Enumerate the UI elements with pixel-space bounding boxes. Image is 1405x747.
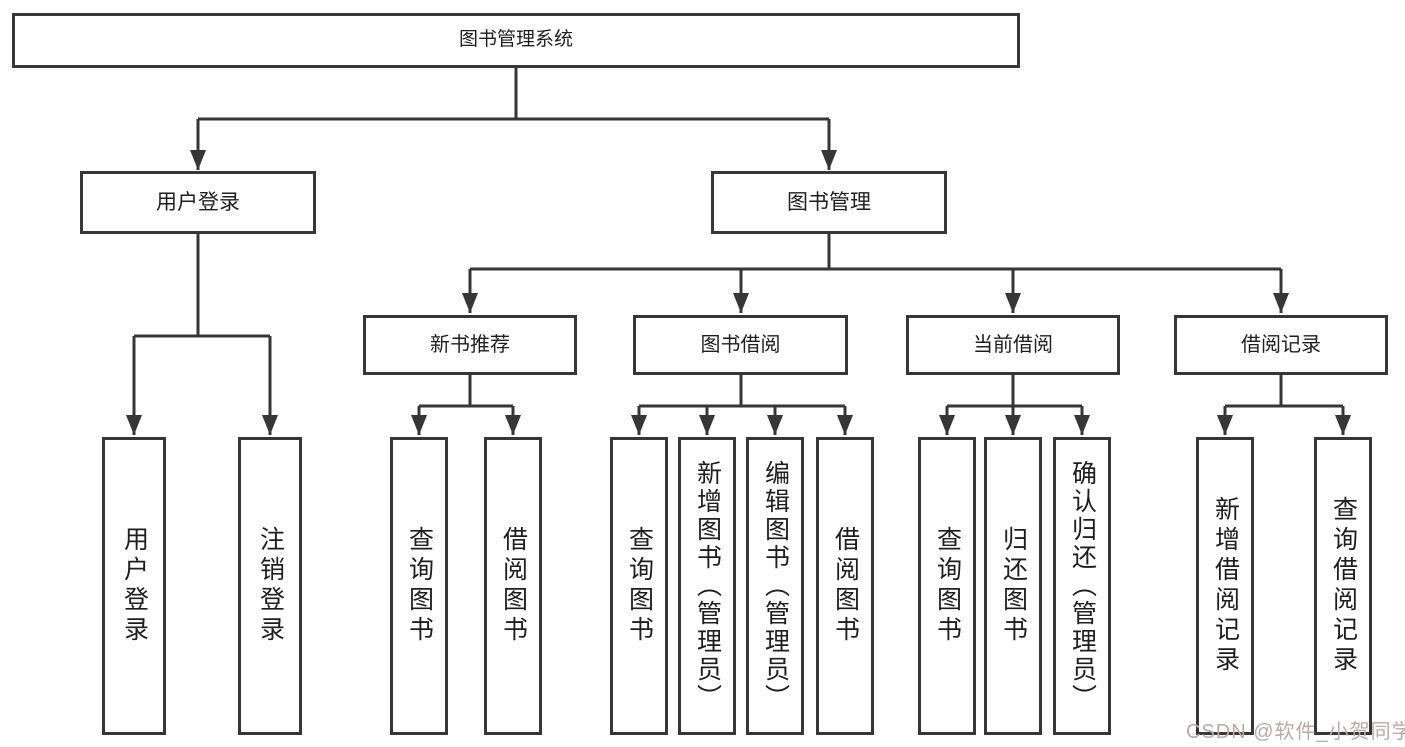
leaf-bb-query-book: 查询图书 [610,437,668,735]
leaf-nbr-borrow-book: 借阅图书 [484,437,542,735]
connector-user-login [134,234,270,338]
connector-book-mgmt [470,234,1281,271]
leaf-cb-query-book: 查询图书 [918,437,976,735]
node-book-borrow: 图书借阅 [633,315,848,375]
node-borrow-records: 借阅记录 [1174,315,1388,375]
csdn-watermark: CSDN @软件_小贺同学 [1186,721,1405,743]
connector-book-borrow [639,375,845,408]
node-new-book-recommend: 新书推荐 [363,315,577,375]
leaf-cb-return-book: 归还图书 [984,437,1042,735]
connector-current-borrow [947,375,1082,408]
node-current-borrow: 当前借阅 [906,315,1120,375]
node-root-system: 图书管理系统 [12,13,1020,68]
leaf-user-login: 用户登录 [102,437,166,735]
leaf-bb-borrow-book: 借阅图书 [816,437,874,735]
connector-new-book [419,375,513,408]
node-user-login: 用户登录 [80,171,316,234]
connector-borrow-records [1225,375,1343,408]
leaf-br-query-record: 查询借阅记录 [1314,437,1372,735]
leaf-bb-add-book-admin: 新增图书（管理员） [678,437,736,735]
leaf-cb-confirm-return-admin: 确认归还（管理员） [1053,437,1111,735]
leaf-nbr-query-book: 查询图书 [390,437,448,735]
node-book-management: 图书管理 [711,171,947,234]
leaf-bb-edit-book-admin: 编辑图书（管理员） [746,437,804,735]
connector-root [198,68,829,121]
leaf-logout: 注销登录 [238,437,302,735]
leaf-br-add-record: 新增借阅记录 [1196,437,1254,735]
